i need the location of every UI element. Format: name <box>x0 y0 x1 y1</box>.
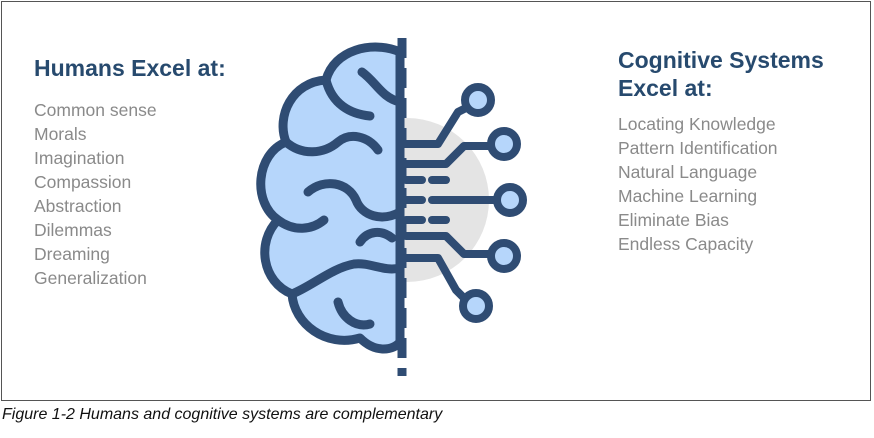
list-item: Common sense <box>34 100 157 120</box>
figure-frame: Humans Excel at: Common sense Morals Ima… <box>1 1 871 401</box>
list-item: Dilemmas <box>34 220 112 240</box>
list-item: Imagination <box>34 148 125 168</box>
list-item: Dreaming <box>34 244 110 264</box>
list-item: Abstraction <box>34 196 122 216</box>
humans-list: Common sense Morals Imagination Compassi… <box>34 98 157 290</box>
list-item: Compassion <box>34 172 132 192</box>
figure-caption: Figure 1-2 Humans and cognitive systems … <box>2 406 443 423</box>
list-item: Natural Language <box>618 162 758 182</box>
brain-circuit-icon <box>256 38 527 376</box>
list-item: Pattern Identification <box>618 138 778 158</box>
list-item: Machine Learning <box>618 186 758 206</box>
cognitive-heading: Cognitive Systems Excel at: <box>618 47 824 101</box>
list-item: Morals <box>34 124 87 144</box>
cognitive-list: Locating Knowledge Pattern Identificatio… <box>618 112 778 256</box>
humans-heading: Humans Excel at: <box>34 55 226 81</box>
list-item: Locating Knowledge <box>618 114 776 134</box>
list-item: Generalization <box>34 268 147 288</box>
list-item: Eliminate Bias <box>618 210 729 230</box>
list-item: Endless Capacity <box>618 234 754 254</box>
